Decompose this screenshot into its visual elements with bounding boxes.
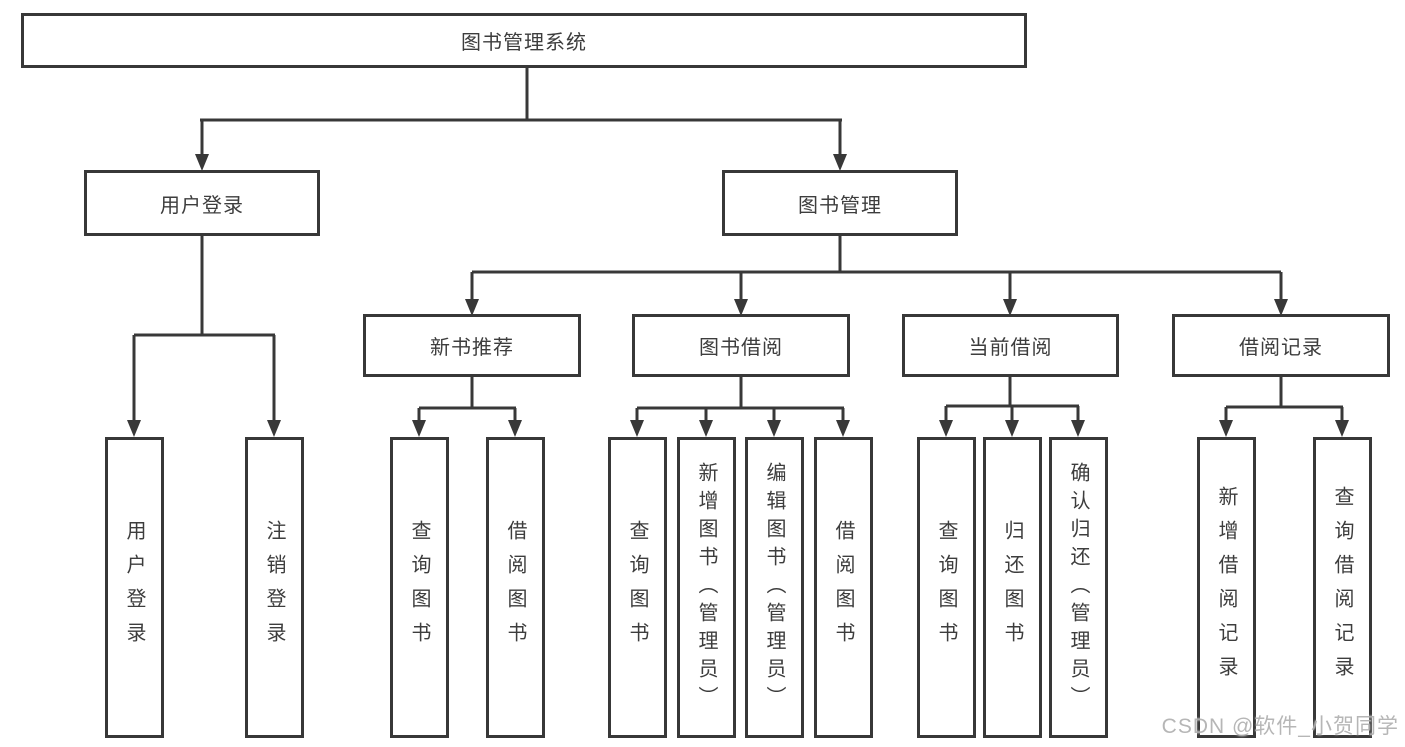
connector-root-to-level2 [200,68,842,155]
leaf-borrowing-query-books: 查询图书 [608,437,667,738]
leaf-logout: 注销登录 [245,437,304,738]
leaf-records-query-record: 查询借阅记录 [1313,437,1372,738]
leaf-borrowing-edit-books-admin: 编辑图书（管理员） [745,437,804,738]
leaf-recommend-query-books: 查询图书 [390,437,449,738]
leaf-current-return-books: 归还图书 [983,437,1042,738]
leaf-user-login: 用户登录 [105,437,164,738]
connector-book-management-branch [470,235,1283,300]
node-root: 图书管理系统 [21,13,1027,68]
csdn-watermark: CSDN @软件_小贺同学 [1161,715,1399,738]
leaf-records-add-record: 新增借阅记录 [1197,437,1256,738]
node-new-book-recommendation: 新书推荐 [363,314,581,377]
node-borrowing-records: 借阅记录 [1172,314,1390,377]
leaf-current-query-books: 查询图书 [917,437,976,738]
node-book-management: 图书管理 [722,170,958,236]
connector-user-login-branch [132,235,276,421]
connector-recommendation-branch [417,376,517,421]
leaf-recommend-borrow-books: 借阅图书 [486,437,545,738]
node-book-borrowing: 图书借阅 [632,314,850,377]
connector-borrowing-branch [635,376,845,421]
connector-records-branch [1224,376,1344,421]
leaf-current-confirm-return-admin: 确认归还（管理员） [1049,437,1108,738]
leaf-borrowing-borrow-books: 借阅图书 [814,437,873,738]
connector-current-branch [944,376,1080,421]
leaf-borrowing-add-books-admin: 新增图书（管理员） [677,437,736,738]
node-user-login: 用户登录 [84,170,320,236]
node-current-borrowing: 当前借阅 [902,314,1119,377]
